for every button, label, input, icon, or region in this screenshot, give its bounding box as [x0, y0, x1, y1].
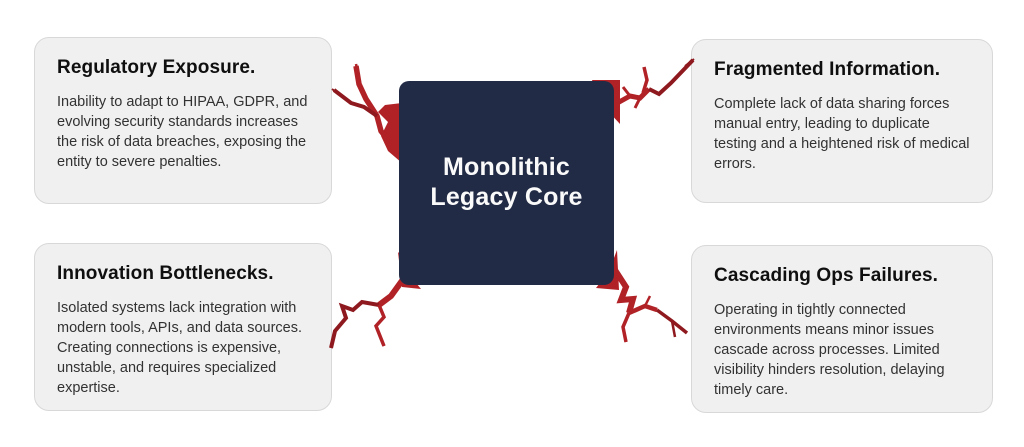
card-innovation-bottlenecks: Innovation Bottlenecks. Isolated systems… — [34, 243, 332, 411]
crack-top-left — [331, 63, 402, 163]
card-body-fragmented-information: Complete lack of data sharing forces man… — [714, 96, 970, 172]
crack-segment — [379, 335, 385, 347]
crack-segment — [628, 303, 658, 316]
crack-segment — [329, 299, 380, 349]
crack-segment — [353, 65, 394, 146]
crack-segment — [610, 87, 651, 109]
card-regulatory-exposure: Regulatory Exposure. Inability to adapt … — [34, 37, 332, 204]
card-body-cascading-ops-failures: Operating in tightly connected environme… — [714, 302, 945, 398]
monolithic-core-box: Monolithic Legacy Core — [399, 81, 614, 285]
crack-segment — [648, 58, 695, 97]
crack-segment — [612, 268, 638, 314]
card-body-innovation-bottlenecks: Isolated systems lack integration with m… — [57, 300, 303, 396]
crack-segment — [633, 97, 642, 109]
crack-segment — [377, 276, 407, 308]
crack-segment — [623, 333, 627, 343]
crack-segment — [621, 86, 632, 97]
crack-segment — [354, 63, 362, 87]
crack-segment — [655, 308, 689, 335]
crack-segment — [373, 304, 387, 347]
crack-segment — [643, 295, 652, 307]
card-title-fragmented-information: Fragmented Information. — [714, 59, 941, 80]
crack-segment — [670, 320, 677, 338]
core-label-line1: Monolithic — [443, 153, 570, 181]
crack-segment — [332, 88, 379, 118]
card-fragmented-information: Fragmented Information. Complete lack of… — [691, 39, 993, 203]
core-label-line2: Legacy Core — [430, 183, 583, 211]
crack-segment — [641, 66, 649, 94]
card-title-regulatory-exposure: Regulatory Exposure. — [57, 57, 256, 78]
card-body-regulatory-exposure: Inability to adapt to HIPAA, GDPR, and e… — [57, 94, 308, 170]
crack-segment — [331, 88, 341, 96]
crack-segment — [621, 312, 631, 343]
card-title-innovation-bottlenecks: Innovation Bottlenecks. — [57, 263, 274, 284]
card-title-cascading-ops-failures: Cascading Ops Failures. — [714, 265, 939, 286]
card-cascading-ops-failures: Cascading Ops Failures. Operating in tig… — [691, 245, 993, 413]
